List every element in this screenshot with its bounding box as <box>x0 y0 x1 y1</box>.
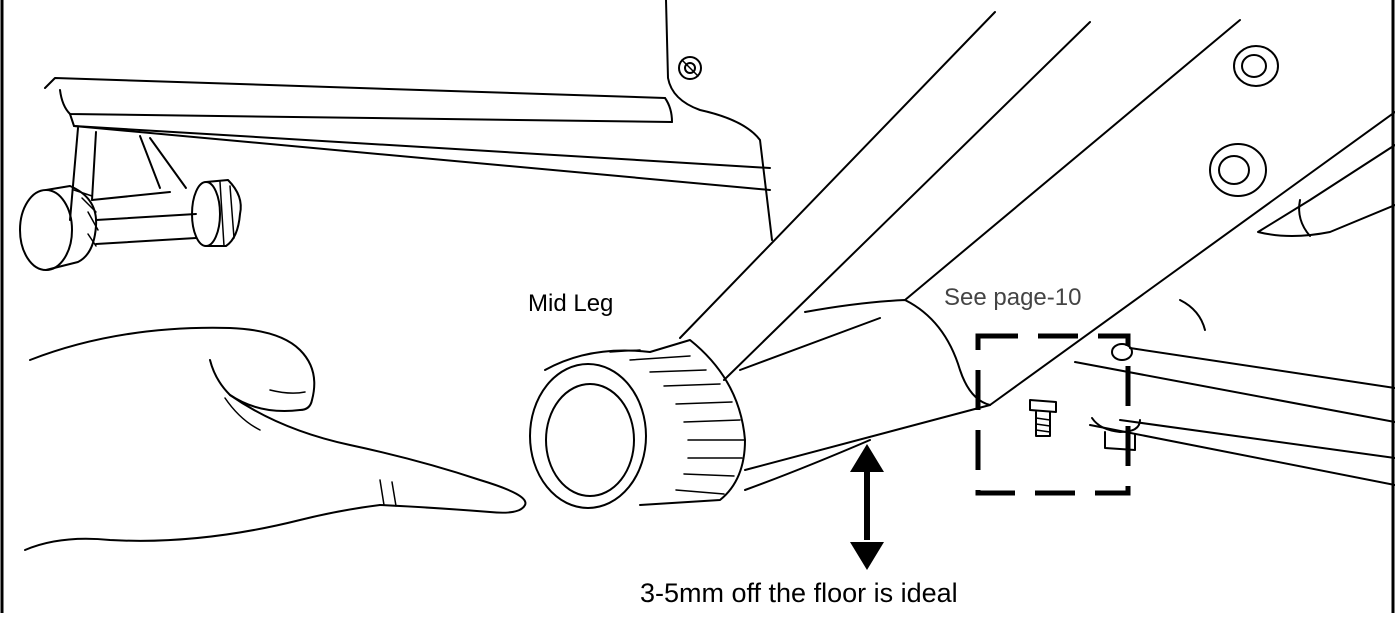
mid-leg-end-cap <box>529 339 991 509</box>
double-headed-vertical-arrow-icon <box>850 444 884 570</box>
pointing-hand-icon <box>24 326 527 551</box>
mid-leg-label: Mid Leg <box>528 290 614 317</box>
see-page-reference: See page-10 <box>944 284 1082 311</box>
rear-stabilizer-bar <box>44 77 771 191</box>
frame-plate <box>665 0 773 241</box>
floor-clearance-note: 3-5mm off the floor is ideal <box>640 578 958 608</box>
frame-bolts <box>1209 45 1279 197</box>
main-frame-tubes <box>679 11 1395 406</box>
leveling-bolts <box>1029 399 1141 451</box>
highlight-box <box>975 333 1131 496</box>
rear-wheel-assembly <box>19 127 242 271</box>
